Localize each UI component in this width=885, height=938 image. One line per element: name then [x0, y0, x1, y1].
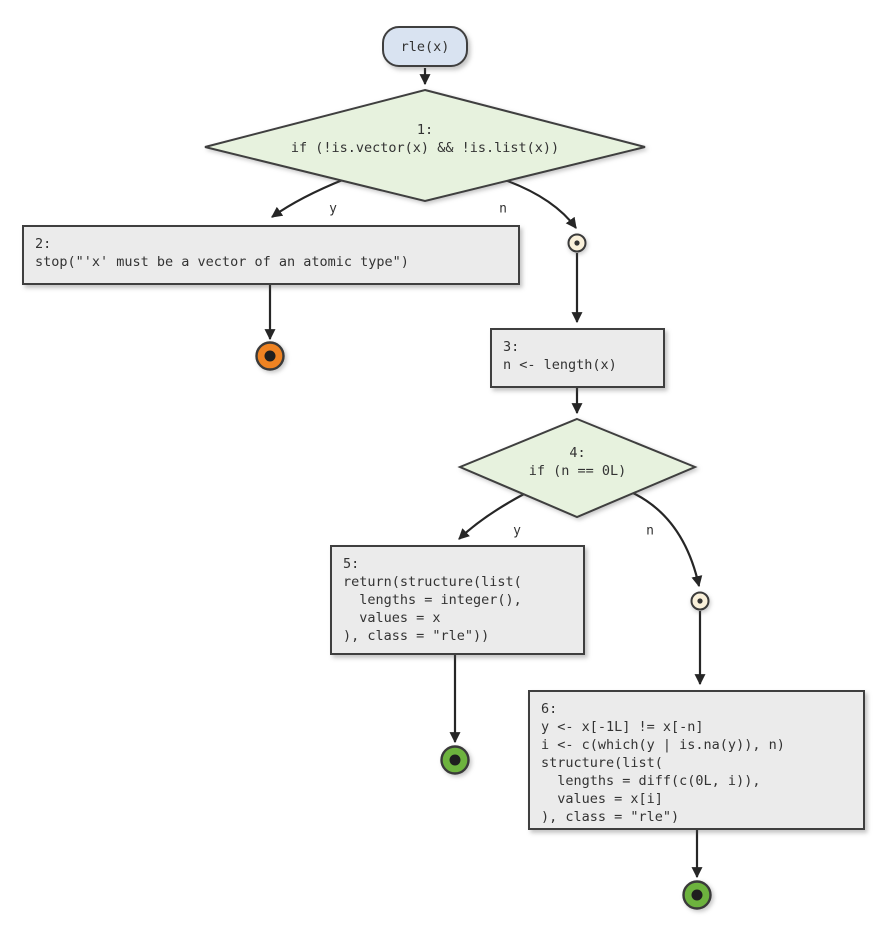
edge-label-decision4-no: n: [646, 523, 654, 539]
edge-label-decision4-yes: y: [513, 523, 521, 539]
process-5-return-box: 5: return(structure(list( lengths = inte…: [330, 545, 585, 655]
edge-decision4-no: [632, 492, 703, 588]
connector-2-dot: [697, 598, 703, 604]
start-node-label: rle(x): [400, 38, 450, 55]
end-node-stop-dot: [264, 350, 276, 362]
end-node-return-dot: [449, 754, 461, 766]
process-2-stop-box: 2: stop("'x' must be a vector of an atom…: [22, 225, 520, 285]
edge-decision1-no: [504, 178, 577, 229]
start-node: rle(x): [382, 26, 468, 67]
decision-4-shape: [457, 417, 698, 519]
edge-label-decision1-no: n: [499, 201, 507, 217]
process-6-structure-box: 6: y <- x[-1L] != x[-n] i <- c(which(y |…: [528, 690, 865, 830]
end-node-final-dot: [691, 889, 703, 901]
process-3-length-box: 3: n <- length(x): [490, 328, 665, 388]
decision-1-shape: [204, 88, 646, 203]
connector-1-dot: [574, 240, 580, 246]
edge-decision1-yes: [271, 177, 346, 218]
edge-decision4-yes: [458, 493, 525, 540]
edge-label-decision1-yes: y: [329, 201, 337, 217]
